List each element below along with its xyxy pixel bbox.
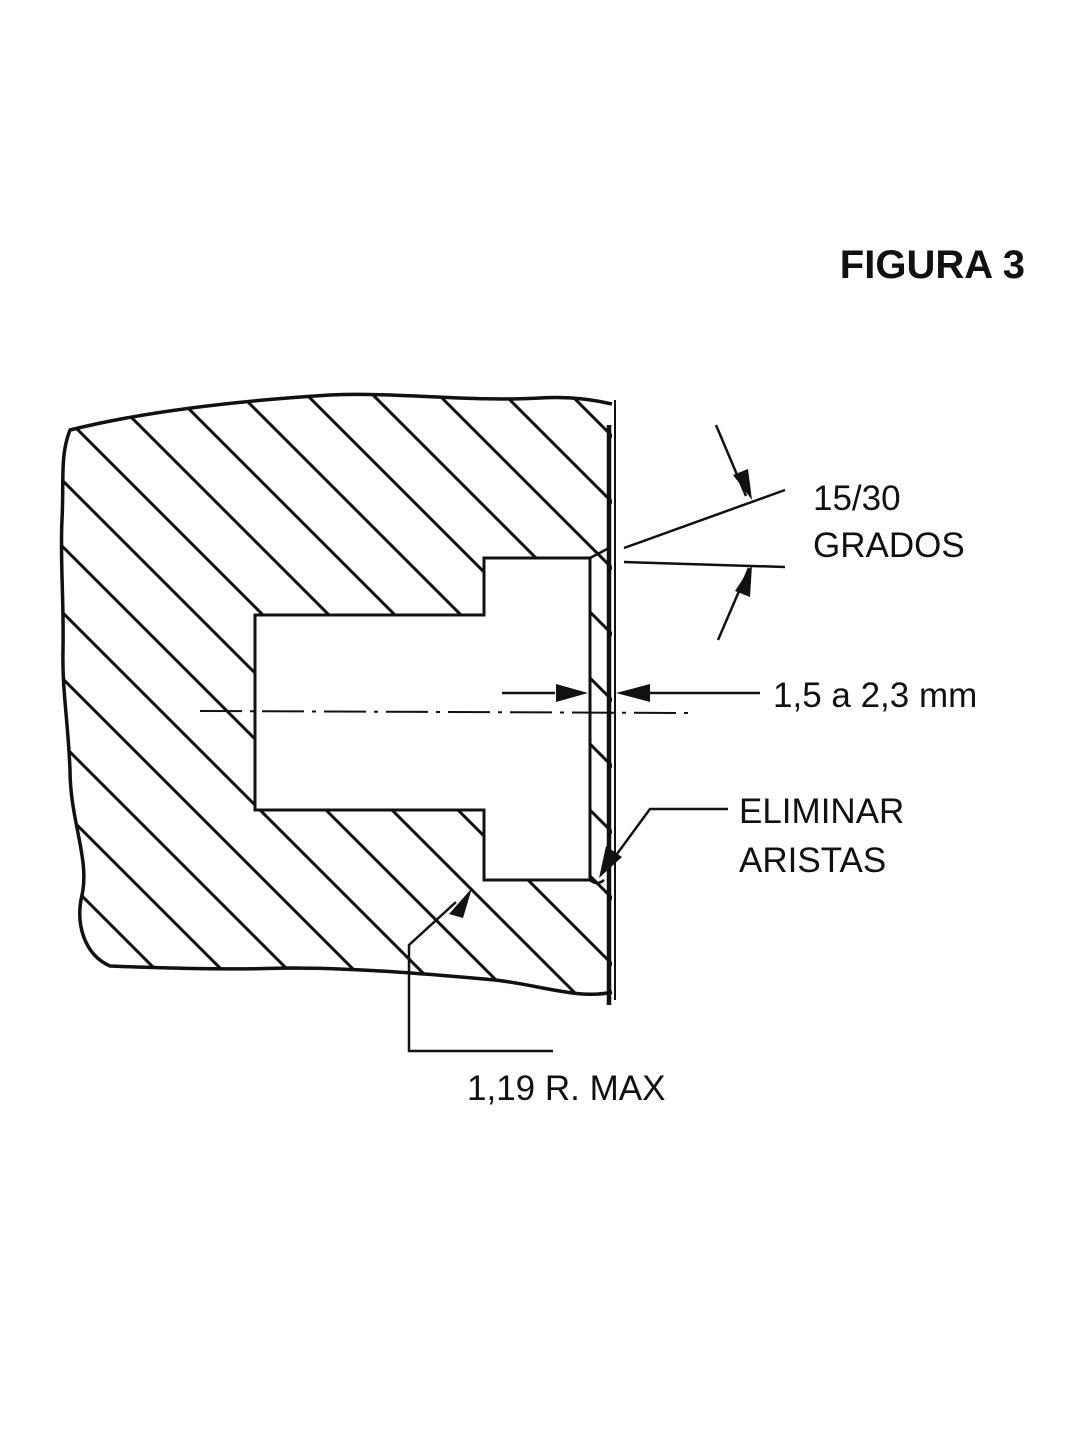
gap-arrow-left bbox=[556, 684, 588, 702]
gap-label: 1,5 a 2,3 mm bbox=[773, 676, 977, 715]
hatch-line bbox=[1018, 380, 1086, 1020]
center-line bbox=[199, 710, 691, 714]
hatch-line bbox=[61, 394, 274, 995]
radius-arrow bbox=[449, 888, 472, 918]
chamfer-line bbox=[589, 546, 610, 560]
gap-dimension bbox=[502, 680, 760, 705]
hatch-line bbox=[61, 394, 208, 995]
hatch-line bbox=[61, 394, 472, 995]
radius-leader bbox=[407, 901, 553, 1053]
hatch-line bbox=[290, 394, 612, 995]
hatch-line bbox=[422, 394, 612, 995]
hatch-line bbox=[488, 394, 612, 995]
figure-title: FIGURA 3 bbox=[840, 243, 1025, 287]
angle-label-line2: GRADOS bbox=[813, 526, 965, 565]
hatch-line bbox=[61, 394, 142, 995]
edges-leader bbox=[612, 807, 728, 859]
hatch-line bbox=[356, 394, 612, 995]
angle-arrow-upper bbox=[733, 469, 752, 500]
corner-radius bbox=[589, 879, 605, 885]
radius-label: 1,19 R. MAX bbox=[467, 1069, 665, 1108]
hatch-line bbox=[61, 394, 340, 995]
angle-dimension bbox=[623, 424, 786, 641]
edges-label-line1: ELIMINAR bbox=[739, 792, 904, 831]
hatch-line bbox=[61, 394, 406, 995]
angle-label-line1: 15/30 bbox=[813, 479, 901, 518]
edges-label-line2: ARISTAS bbox=[739, 841, 886, 880]
bore-outline bbox=[253, 556, 592, 882]
gap-arrow-right bbox=[616, 684, 650, 702]
hatch-line bbox=[61, 394, 538, 995]
edges-arrow bbox=[599, 846, 622, 878]
body-outline bbox=[59, 392, 613, 997]
angle-arrow-lower bbox=[735, 565, 752, 597]
